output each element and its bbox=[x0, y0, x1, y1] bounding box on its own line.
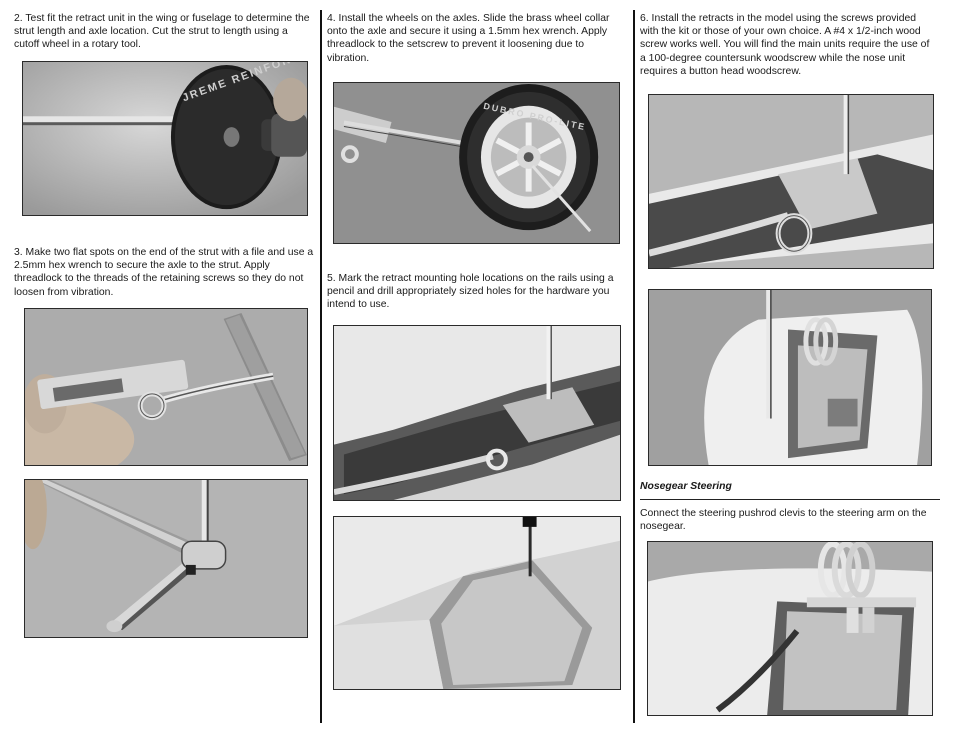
photo-nosegear-steering bbox=[647, 541, 933, 716]
column-divider-left bbox=[320, 10, 322, 723]
column-divider-right bbox=[633, 10, 635, 723]
photo-cutoff-wheel: JREME REINFORCED bbox=[22, 61, 308, 216]
step-2-text: 2. Test fit the retract unit in the wing… bbox=[14, 13, 310, 51]
photo-drill-holes bbox=[333, 516, 621, 690]
step-6-text: 6. Install the retracts in the model usi… bbox=[640, 13, 930, 77]
photo-install-main-retract bbox=[648, 94, 934, 269]
nosegear-steering-heading: Nosegear Steering bbox=[640, 481, 732, 492]
step-3-text: 3. Make two flat spots on the end of the… bbox=[14, 247, 314, 298]
step-5-text: 5. Mark the retract mounting hole locati… bbox=[327, 273, 614, 311]
photo-install-nose-retract bbox=[648, 289, 932, 466]
photo-hex-wrench bbox=[24, 479, 308, 638]
photo-wheel-install: DUBRO PRO-LITE bbox=[333, 82, 620, 244]
photo-file-strut bbox=[24, 308, 308, 466]
heading-underline bbox=[640, 499, 940, 500]
step-4-text: 4. Install the wheels on the axles. Slid… bbox=[327, 13, 610, 64]
nosegear-steering-text: Connect the steering pushrod clevis to t… bbox=[640, 508, 927, 533]
photo-mark-holes bbox=[333, 325, 621, 501]
